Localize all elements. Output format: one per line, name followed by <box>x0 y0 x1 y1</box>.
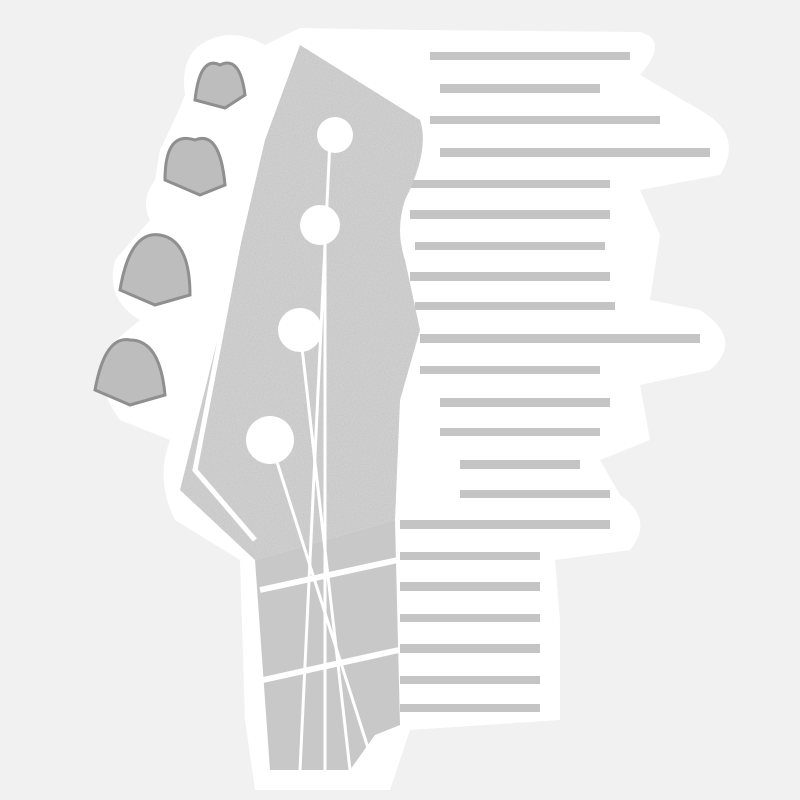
strings <box>268 139 377 771</box>
speed-lines <box>400 52 710 712</box>
headstock-edge <box>192 129 263 542</box>
tuner-keys <box>93 61 247 407</box>
neck <box>255 520 400 770</box>
tuner-key-2 <box>163 137 227 197</box>
tuner-key-1 <box>193 61 247 110</box>
tuner-posts <box>246 117 353 464</box>
headstock-texture <box>180 45 423 560</box>
tuner-key-4 <box>93 338 167 407</box>
tuner-key-3 <box>118 233 192 307</box>
